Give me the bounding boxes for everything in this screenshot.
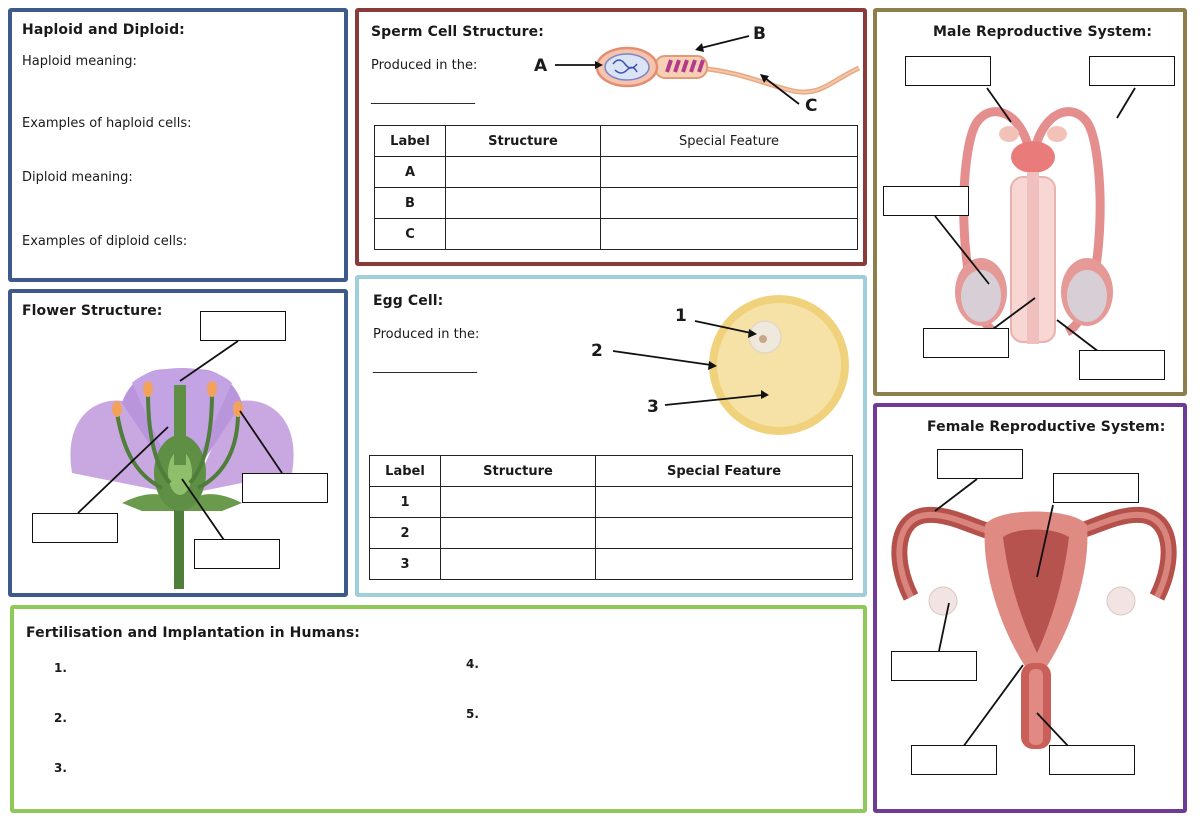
haploid-diploid-panel: Haploid and Diploid: Haploid meaning: Ex… (8, 8, 348, 282)
sperm-row-label: C (374, 218, 446, 250)
female-label-box-2[interactable] (1053, 473, 1139, 503)
sperm-feature-cell[interactable] (600, 156, 858, 188)
sperm-structure-cell[interactable] (445, 218, 601, 250)
diploid-meaning-label: Diploid meaning: (22, 170, 133, 185)
fertilisation-title: Fertilisation and Implantation in Humans… (26, 625, 361, 641)
female-label-box-5[interactable] (1049, 745, 1135, 775)
flower-label-box-1[interactable] (200, 311, 286, 341)
sperm-table-header-label: Label (374, 125, 446, 157)
egg-row-label: 2 (369, 517, 441, 549)
flower-label-box-3[interactable] (32, 513, 118, 543)
sperm-feature-cell[interactable] (600, 187, 858, 219)
egg-label-1: 1 (675, 306, 687, 326)
female-label-box-1[interactable] (937, 449, 1023, 479)
sperm-cell-title: Sperm Cell Structure: (371, 24, 544, 40)
egg-table-header-structure: Structure (440, 455, 596, 487)
fert-item-1: 1. (54, 661, 67, 675)
egg-structure-cell[interactable] (440, 548, 596, 580)
haploid-diploid-title: Haploid and Diploid: (22, 22, 185, 38)
male-label-box-2[interactable] (1089, 56, 1175, 86)
female-label-box-3[interactable] (891, 651, 977, 681)
fert-item-5: 5. (466, 707, 479, 721)
sperm-label-a: A (534, 56, 548, 76)
flower-label-box-2[interactable] (242, 473, 328, 503)
fert-item-3: 3. (54, 761, 67, 775)
egg-row-label: 3 (369, 548, 441, 580)
sperm-produced-blank: ________________ (371, 90, 475, 105)
flower-panel: Flower Structure: (8, 289, 348, 597)
flower-diagram (70, 340, 294, 589)
sperm-table-header-feature: Special Feature (600, 125, 858, 157)
table-row: A (374, 156, 858, 188)
egg-feature-cell[interactable] (595, 517, 853, 549)
female-system-panel: Female Reproductive System: (873, 403, 1187, 813)
table-row: 2 (369, 517, 853, 549)
sperm-cell-diagram (555, 35, 861, 105)
table-row: 3 (369, 548, 853, 580)
table-row: C (374, 218, 858, 250)
egg-feature-cell[interactable] (595, 548, 853, 580)
male-label-box-3[interactable] (883, 186, 969, 216)
sperm-table-header-structure: Structure (445, 125, 601, 157)
sperm-label-b: B (753, 24, 766, 44)
diploid-examples-label: Examples of diploid cells: (22, 234, 188, 249)
sperm-label-c: C (805, 96, 818, 116)
flower-label-box-4[interactable] (194, 539, 280, 569)
egg-produced-label: Produced in the: (373, 327, 480, 342)
egg-produced-blank: ________________ (373, 359, 477, 374)
female-system-diagram (891, 478, 1177, 749)
haploid-meaning-label: Haploid meaning: (22, 54, 137, 69)
table-row: B (374, 187, 858, 219)
egg-table: Label Structure Special Feature 1 2 3 (369, 455, 853, 580)
fert-item-4: 4. (466, 657, 479, 671)
fert-item-2: 2. (54, 711, 67, 725)
fertilisation-panel: Fertilisation and Implantation in Humans… (10, 605, 867, 813)
female-system-title: Female Reproductive System: (927, 419, 1166, 435)
sperm-structure-cell[interactable] (445, 187, 601, 219)
egg-table-header-label: Label (369, 455, 441, 487)
male-label-box-5[interactable] (1079, 350, 1165, 380)
male-system-diagram (934, 87, 1136, 353)
sperm-cell-panel: Sperm Cell Structure: Produced in the: _… (355, 8, 867, 266)
egg-feature-cell[interactable] (595, 486, 853, 518)
egg-table-header-feature: Special Feature (595, 455, 853, 487)
egg-structure-cell[interactable] (440, 517, 596, 549)
egg-structure-cell[interactable] (440, 486, 596, 518)
sperm-row-label: B (374, 187, 446, 219)
female-label-box-4[interactable] (911, 745, 997, 775)
sperm-row-label: A (374, 156, 446, 188)
sperm-structure-cell[interactable] (445, 156, 601, 188)
male-system-panel: Male Reproductive System: (873, 8, 1187, 396)
table-row: 1 (369, 486, 853, 518)
flower-title: Flower Structure: (22, 303, 163, 319)
haploid-examples-label: Examples of haploid cells: (22, 116, 192, 131)
male-system-title: Male Reproductive System: (933, 24, 1153, 40)
egg-row-label: 1 (369, 486, 441, 518)
egg-cell-panel: Egg Cell: Produced in the: _____________… (355, 275, 867, 597)
male-label-box-4[interactable] (923, 328, 1009, 358)
sperm-feature-cell[interactable] (600, 218, 858, 250)
egg-cell-diagram (612, 295, 849, 435)
egg-label-3: 3 (647, 397, 659, 417)
egg-cell-title: Egg Cell: (373, 293, 444, 309)
sperm-produced-label: Produced in the: (371, 58, 478, 73)
sperm-table: Label Structure Special Feature A B C (374, 125, 858, 250)
male-label-box-1[interactable] (905, 56, 991, 86)
egg-label-2: 2 (591, 341, 603, 361)
